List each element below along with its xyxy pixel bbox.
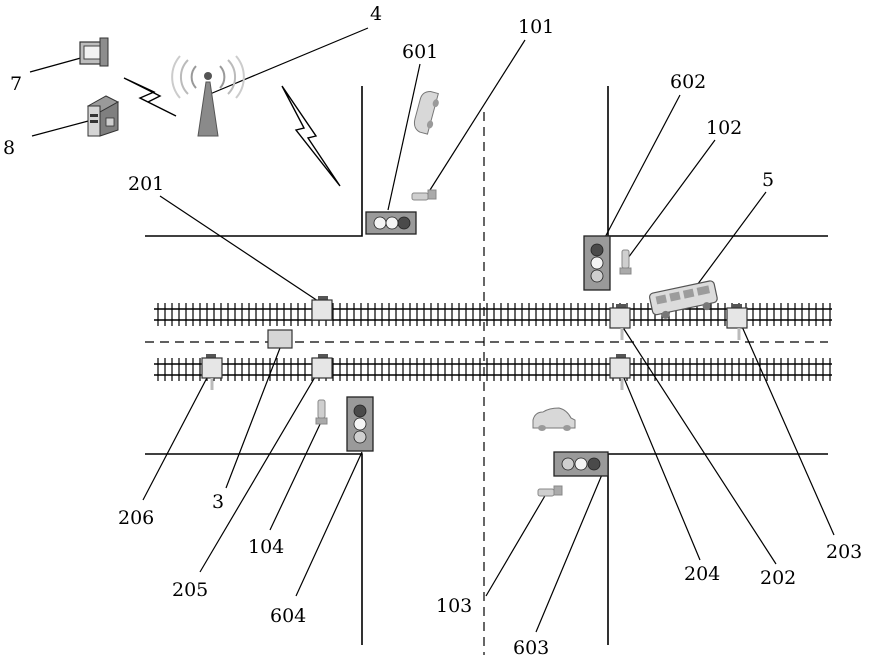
lightning-signal-icon [282,86,340,186]
lightning-signal-icon [124,78,176,116]
traffic-light-604 [347,397,373,451]
label-204: 204 [684,563,720,585]
label-103: 103 [436,595,472,617]
label-206: 206 [118,507,154,529]
label-602: 602 [670,71,706,93]
label-5: 5 [762,169,774,191]
radio-antenna-icon [172,56,244,136]
label-603: 603 [513,637,549,659]
label-202: 202 [760,567,796,589]
label-205: 205 [172,579,208,601]
camera-icon [316,400,327,424]
road-centerlines [145,112,828,655]
label-102: 102 [706,117,742,139]
camera-icon [412,190,436,200]
railway-track-lower [154,358,832,381]
computer-terminal-icon [80,38,108,66]
sensor-205 [312,354,332,378]
label-7: 7 [10,73,22,95]
traffic-light-601 [366,212,416,234]
label-601: 601 [402,41,438,63]
label-104: 104 [248,536,284,558]
traffic-light-602 [584,236,610,290]
label-4: 4 [370,3,382,25]
label-203: 203 [826,541,862,563]
sensor-201 [312,296,332,320]
sensor-203 [727,304,747,340]
control-unit-3 [268,330,292,348]
camera-icon [620,250,631,274]
camera-icon [538,486,562,496]
label-3: 3 [212,491,224,513]
car-icon [412,89,441,134]
label-8: 8 [3,137,15,159]
traffic-light-603 [554,452,608,476]
label-604: 604 [270,605,306,627]
server-icon [88,96,118,136]
sensor-206 [202,354,222,390]
label-101: 101 [518,16,554,38]
label-201: 201 [128,173,164,195]
tram-icon [649,280,719,321]
car-icon [533,408,575,431]
